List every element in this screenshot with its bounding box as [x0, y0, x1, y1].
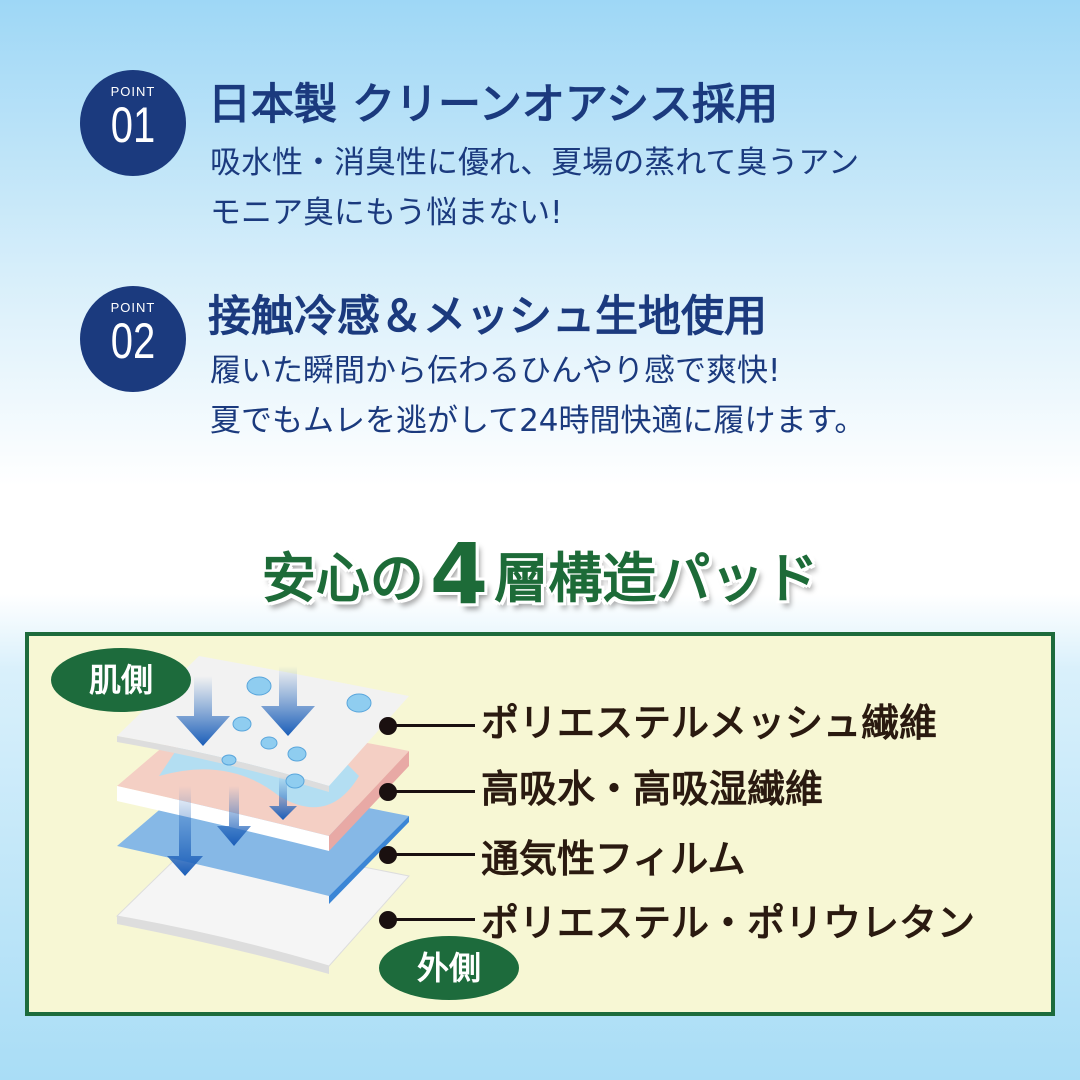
body-line: 履いた瞬間から伝わるひんやり感で爽快!: [210, 353, 781, 389]
body-line: モニア臭にもう悩まない!: [210, 195, 563, 231]
layer-mesh: [117, 656, 409, 792]
body-line: 夏でもムレを逃がして24時間快適に履けます。: [210, 403, 866, 439]
point-number: 02: [110, 313, 156, 369]
layer-label-3: 通気性フィルム: [481, 837, 746, 881]
water-drop-icon: [221, 676, 372, 789]
body-line: 吸水性・消臭性に優れ、夏場の蒸れて臭うアン: [210, 145, 860, 181]
layer-pointer-dot: [379, 783, 397, 801]
outer-side-badge: 外側: [379, 936, 519, 1000]
layer-pointer-dot: [379, 717, 397, 735]
skin-side-badge: 肌側: [51, 648, 191, 712]
layer-pointer-dot: [379, 911, 397, 929]
point-02-body: 履いた瞬間から伝わるひんやり感で爽快! 夏でもムレを逃がして24時間快適に履けま…: [210, 346, 865, 446]
title-pre: 安心の: [261, 547, 424, 610]
layer-diagram-panel: 肌側 外側 ポリエステルメッシュ繊維 高吸水・高吸湿繊維 通気性フィルム ポリエ…: [25, 632, 1055, 1016]
arrow-icon: [167, 666, 315, 876]
point-01-badge: POINT 01: [80, 70, 186, 176]
leader-line: [391, 918, 475, 921]
leader-line: [391, 724, 475, 727]
point-01-body: 吸水性・消臭性に優れ、夏場の蒸れて臭うアン モニア臭にもう悩まない!: [210, 138, 859, 238]
layer-label-2: 高吸水・高吸湿繊維: [481, 767, 824, 811]
point-label: POINT: [110, 84, 156, 99]
point-02-badge: POINT 02: [80, 286, 186, 392]
leader-line: [391, 853, 475, 856]
layer-illustration: [115, 656, 410, 974]
point-01-heading: 日本製 クリーンオアシス採用: [208, 80, 779, 130]
layer-label-4: ポリエステル・ポリウレタン: [481, 901, 976, 945]
point-label: POINT: [110, 300, 156, 315]
title-number: 4: [429, 525, 489, 623]
layer-pointer-dot: [379, 846, 397, 864]
layer-label-1: ポリエステルメッシュ繊維: [481, 701, 938, 745]
point-02-heading: 接触冷感＆メッシュ生地使用: [208, 292, 767, 342]
point-number: 01: [110, 97, 156, 153]
leader-line: [391, 790, 475, 793]
title-post: 層構造パッド: [494, 547, 819, 610]
